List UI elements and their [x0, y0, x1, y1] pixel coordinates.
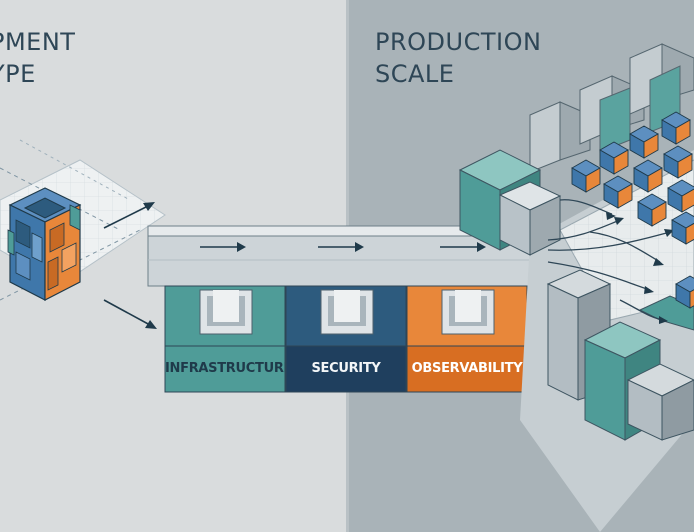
observability-label: OBSERVABILITY [411, 361, 523, 376]
cube-module [675, 275, 694, 309]
production-heading: PRODUCTION SCALE [375, 26, 541, 90]
prototype-heading: PMENT YPE [0, 26, 75, 90]
cube-module [637, 193, 667, 227]
cube-module [663, 145, 693, 179]
prototype-heading-line1: PMENT [0, 28, 76, 56]
prototype-arrows [103, 202, 157, 329]
bridge-flow-arrows [200, 242, 486, 252]
prototype-heading-line2: YPE [0, 60, 36, 88]
production-heading-line2: SCALE [375, 60, 455, 88]
production-buildings-left [458, 149, 562, 256]
production-flow-arrowheads [606, 212, 674, 324]
security-label-strip [285, 345, 407, 393]
cube-module [571, 159, 601, 193]
bridge [147, 225, 561, 393]
cube-module [661, 111, 691, 145]
production-heading-line1: PRODUCTION [375, 28, 542, 56]
cube-module [603, 175, 633, 209]
prototype-cube [7, 187, 82, 301]
cube-module [599, 141, 629, 175]
cube-module [629, 125, 659, 159]
production-buildings-back [529, 43, 694, 173]
infrastructure-label: INFRASTRUCTURE [165, 361, 285, 376]
production-cube-modules [571, 111, 694, 309]
cube-module [671, 211, 694, 245]
production-flow-lines [547, 199, 671, 321]
production-buildings-front [546, 269, 694, 441]
observability-label-strip [406, 345, 528, 393]
infrastructure-label-strip [164, 345, 286, 393]
cube-module [633, 159, 663, 193]
security-label: SECURITY [311, 361, 381, 376]
cube-module [667, 179, 694, 213]
